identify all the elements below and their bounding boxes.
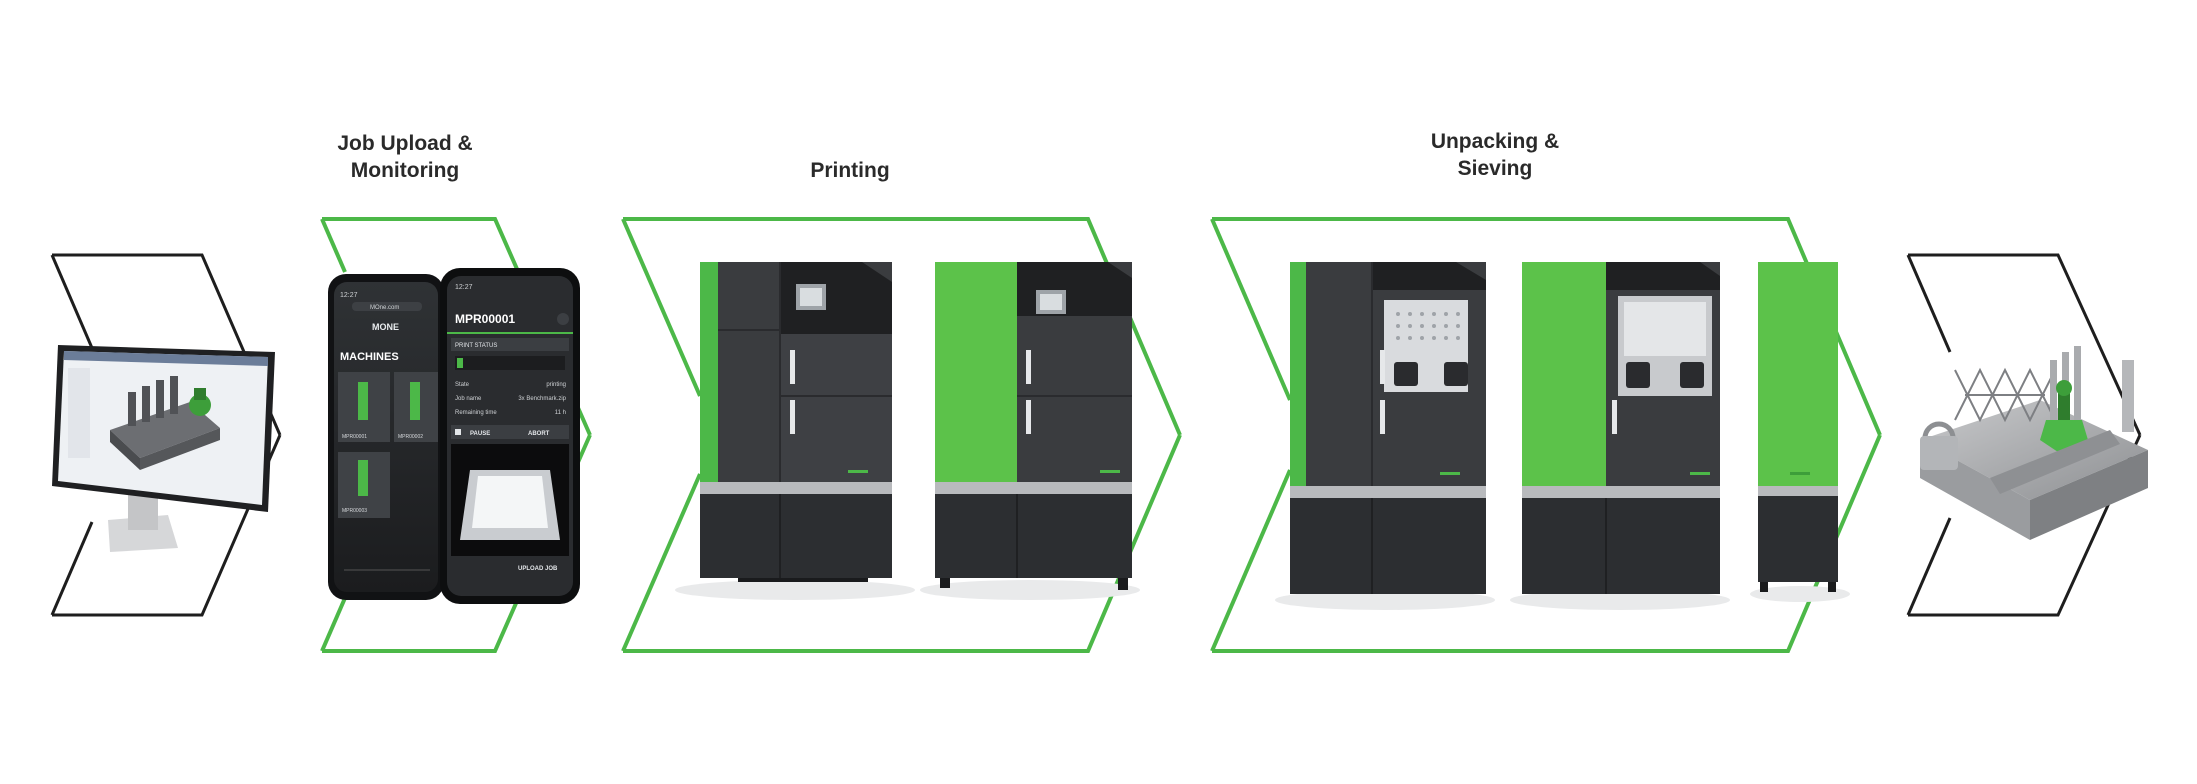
front-phone-row-label-1: State: [455, 382, 470, 388]
back-phone-brand: MONE: [372, 322, 399, 332]
back-phone-machine-2: MPR00002: [398, 434, 423, 440]
phone-front: 12:27 MPR00001 PRINT STATUS State printi…: [440, 268, 580, 604]
front-phone-print-status: PRINT STATUS: [455, 343, 497, 349]
unpacking-stage-title: Unpacking & Sieving: [1410, 128, 1580, 182]
sieve-unit-icon: [1750, 262, 1850, 602]
metal-part-icon: [1920, 346, 2148, 540]
stage-part: [1906, 253, 2148, 617]
unpacking-frame-top: [1212, 217, 1882, 436]
front-phone-row-value-3: 11 h: [555, 410, 566, 416]
printing-frame-top: [623, 217, 1182, 436]
front-phone-pause: PAUSE: [470, 431, 490, 437]
front-phone-row-label-3: Remaining time: [455, 410, 497, 416]
upload-stage-title-line-2: Monitoring: [350, 159, 460, 182]
front-phone-row-value-2: 3x Benchmark.zip: [518, 396, 566, 402]
fuse-station-2-icon: [1510, 262, 1730, 610]
printing-stage-title-line-1: Printing: [810, 159, 890, 182]
upload-stage-title: Job Upload & Monitoring: [320, 130, 490, 184]
printing-stage-title: Printing: [765, 157, 935, 184]
back-phone-section: MACHINES: [340, 351, 399, 363]
part-frame-top: [1908, 253, 2142, 436]
stage-design: [50, 253, 282, 617]
stage-unpacking: [1210, 217, 1882, 653]
front-phone-abort: ABORT: [528, 431, 550, 437]
front-phone-time: 12:27: [455, 284, 473, 291]
back-phone-time: 12:27: [340, 292, 358, 299]
front-phone-row-label-2: Job name: [455, 396, 482, 402]
stage-upload: 12:27 MOne.com MONE MACHINES MPR00001 MP…: [320, 217, 592, 653]
phone-icon: 12:27 MOne.com MONE MACHINES MPR00001 MP…: [328, 274, 444, 600]
back-phone-machine-1: MPR00001: [342, 434, 367, 440]
printer-2-icon: [920, 262, 1140, 600]
unpacking-frame-bottom: [1212, 434, 1882, 653]
back-phone-machine-3: MPR00003: [342, 508, 367, 514]
stage-printing: [621, 217, 1182, 653]
printing-frame-bottom: [623, 434, 1182, 653]
printer-icon: [675, 262, 915, 600]
front-phone-row-value-1: printing: [546, 382, 566, 388]
front-phone-title: MPR00001: [455, 312, 515, 326]
upload-stage-title-line-1: Job Upload &: [337, 132, 473, 155]
front-phone-upload: UPLOAD JOB: [518, 566, 558, 572]
monitor-icon: [52, 345, 275, 552]
unpacking-stage-title-line-1: Unpacking &: [1430, 130, 1560, 153]
unpacking-stage-title-line-2: Sieving: [1457, 157, 1533, 180]
fuse-station-icon: [1275, 262, 1495, 610]
back-phone-url: MOne.com: [370, 305, 399, 311]
